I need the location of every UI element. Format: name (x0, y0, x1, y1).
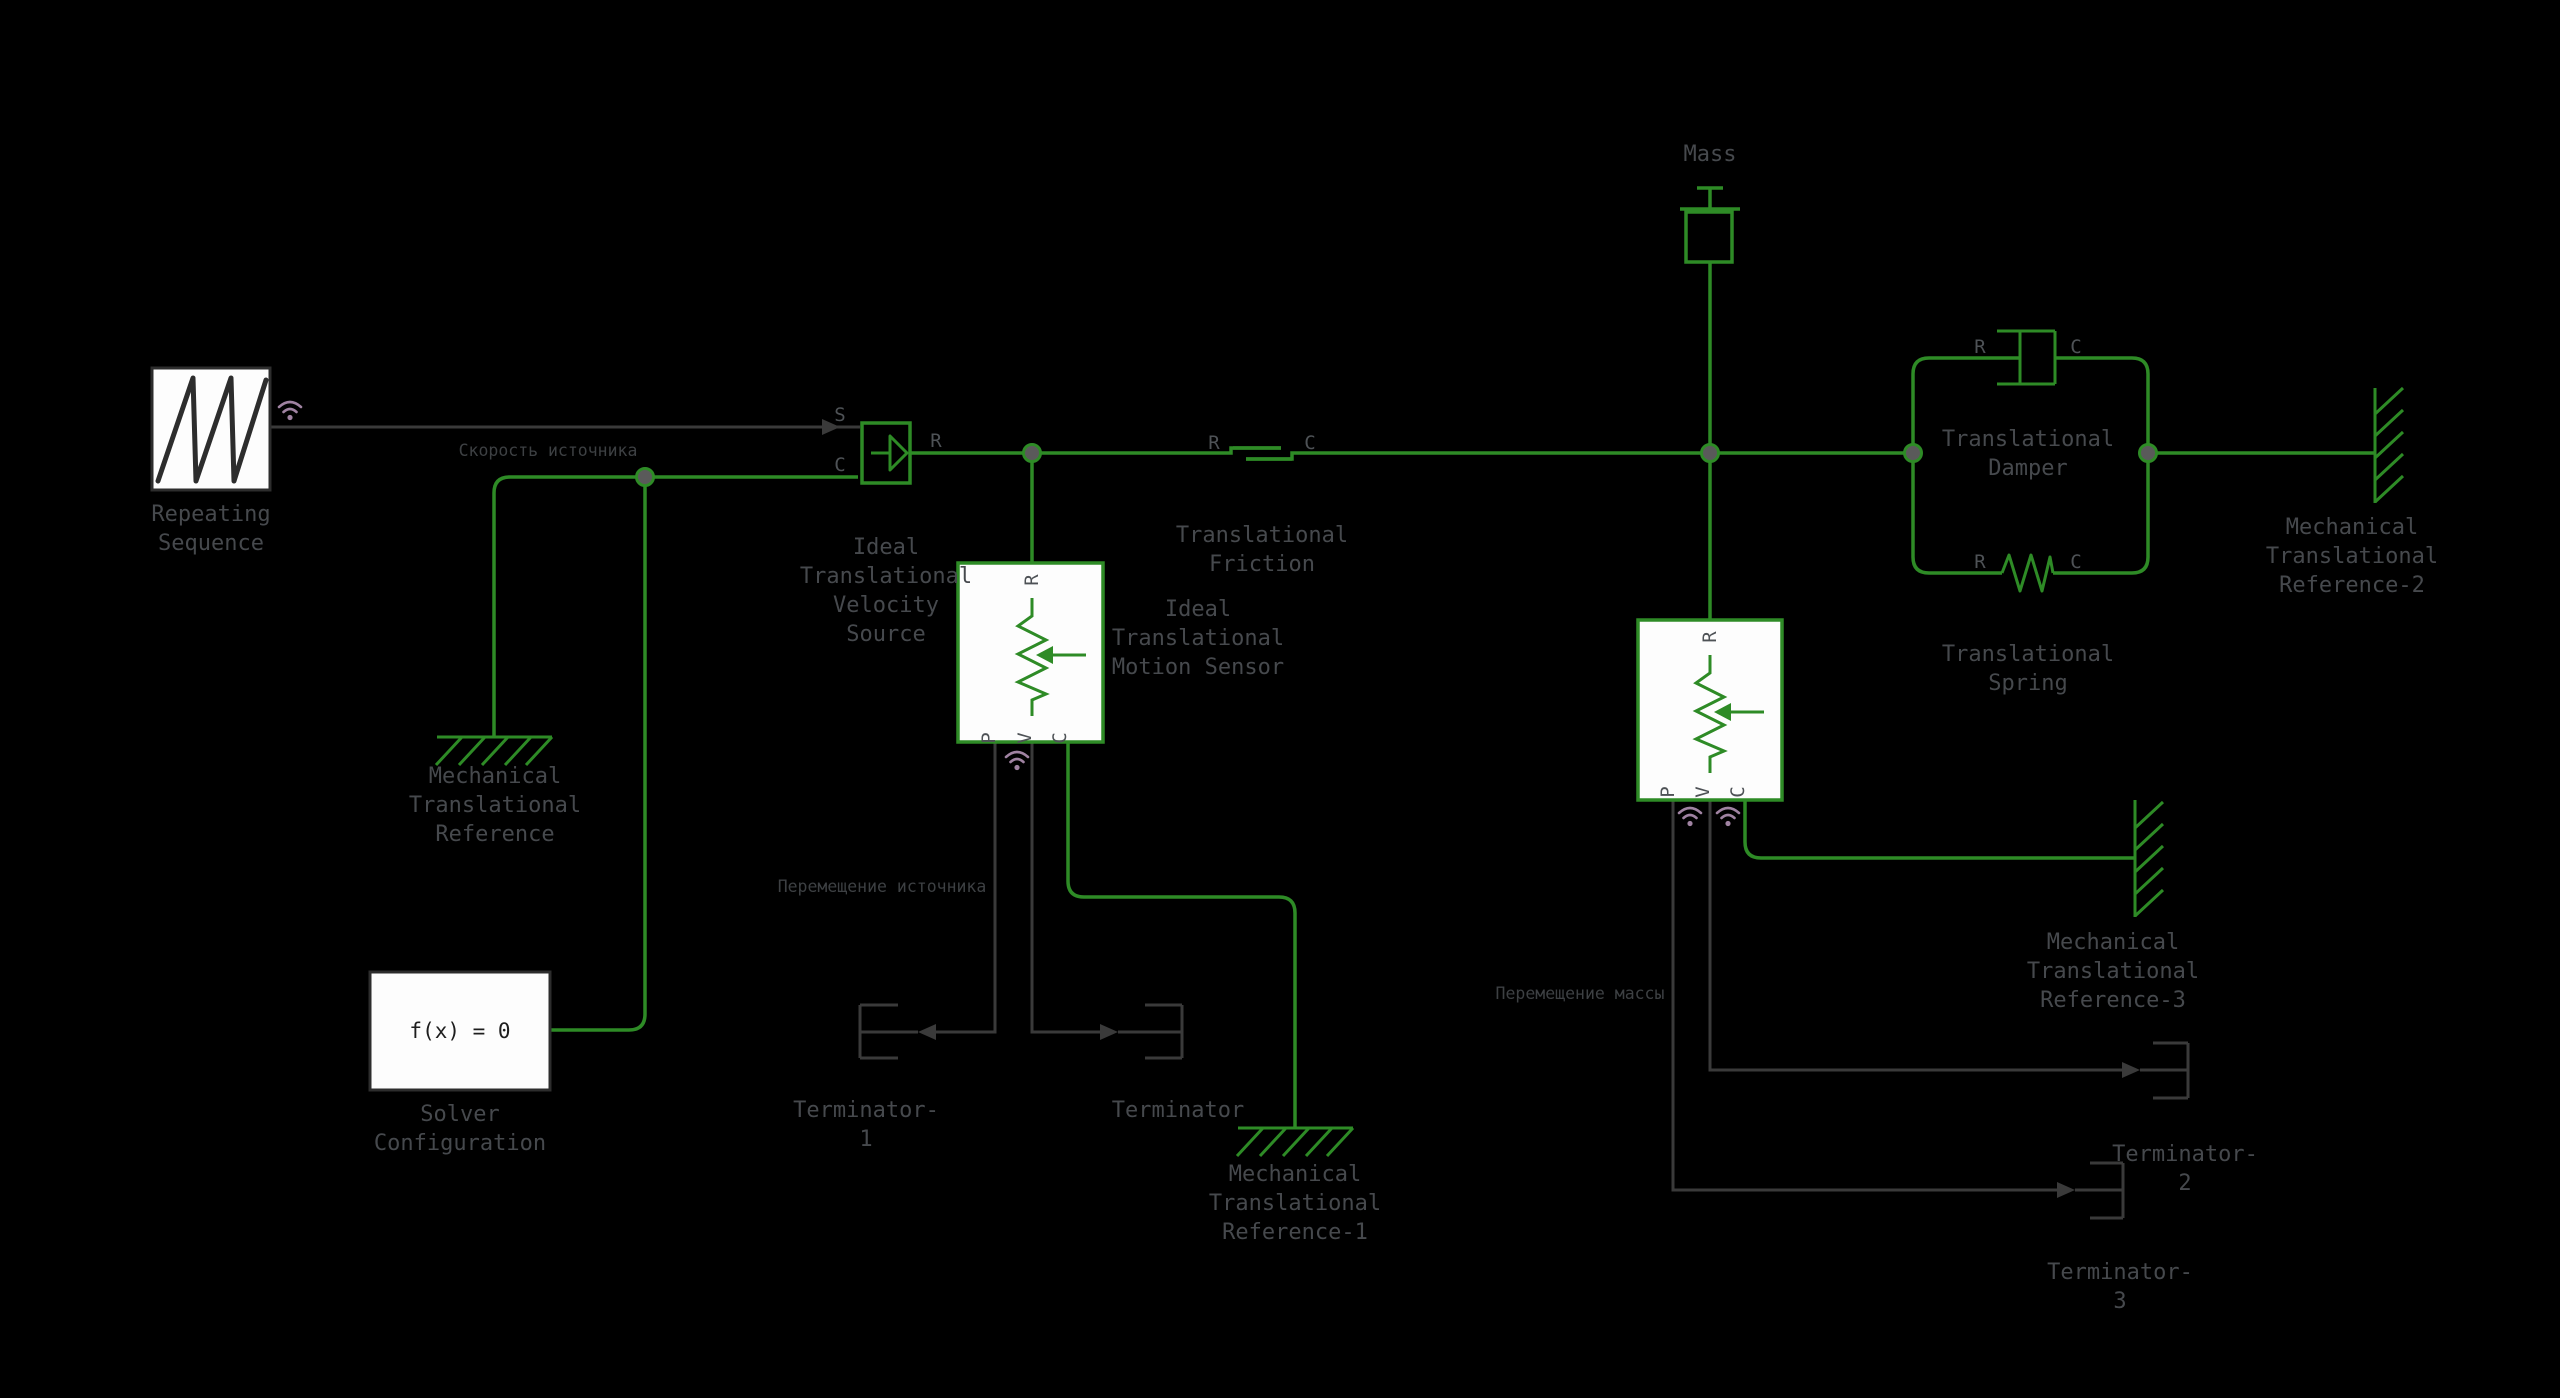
connection-junction (1022, 443, 1042, 463)
port-label-c: C (1727, 786, 1749, 797)
signal-logging-icon[interactable] (1677, 806, 1703, 827)
reference-3-label: Mechanical Translational Reference-3 (2026, 930, 2200, 1013)
annotation-mass-displacement: Перемещение массы (1495, 984, 1665, 1003)
mass-label: Mass (1683, 142, 1737, 167)
repeating-sequence-block[interactable] (150, 366, 272, 492)
signal-line-sensor1-v-to-terminator-2[interactable] (1708, 800, 2140, 1078)
damper-label: Translational Damper (1941, 427, 2115, 481)
velocity-source-icon (871, 434, 909, 472)
spring-label: Translational Spring (1941, 642, 2115, 696)
port-label-p: P (1657, 786, 1679, 797)
friction-label: Translational Friction (1175, 523, 1349, 577)
solver-expression: f(x) = 0 (409, 1019, 511, 1043)
reference-2-label: Mechanical Translational Reference-2 (2265, 515, 2439, 598)
port-label-c: C (2070, 336, 2081, 358)
terminator-1-block[interactable] (858, 1003, 918, 1060)
signal-logging-icon[interactable] (1004, 750, 1030, 771)
repeating-sequence-label: Repeating Sequence (151, 502, 271, 556)
port-label-r: R (1974, 551, 1986, 573)
port-label-p: P (978, 732, 1000, 743)
translational-damper-block[interactable] (1997, 329, 2057, 386)
port-label-c: C (1304, 432, 1315, 454)
physical-connection-sensor1-c-to-reference-3[interactable] (1743, 800, 2135, 860)
port-label-c: C (2070, 551, 2081, 573)
mechanical-translational-reference-3-block[interactable] (2133, 800, 2165, 918)
solver-configuration-label: Solver Configuration (373, 1102, 547, 1156)
translational-spring-block[interactable] (2000, 553, 2055, 593)
port-label-r: R (930, 430, 942, 452)
reference-label: Mechanical Translational Reference (408, 764, 582, 847)
port-label-s: S (834, 404, 845, 426)
translational-friction-block[interactable] (1233, 446, 1292, 461)
port-label-r: R (1974, 336, 1986, 358)
damper-piston-icon (1997, 329, 2057, 386)
friction-contact-icon (1233, 446, 1292, 461)
reference-1-label: Mechanical Translational Reference-1 (1208, 1162, 1382, 1245)
signal-line-sensor-p-to-terminator-1[interactable] (918, 742, 997, 1040)
terminator-2-block[interactable] (2140, 1041, 2190, 1100)
mass-block[interactable] (1680, 186, 1740, 264)
port-label-r: R (1021, 574, 1043, 586)
motion-sensor-label: Ideal Translational Motion Sensor (1111, 597, 1285, 680)
physical-connection-sensor-c-to-reference-1[interactable] (1066, 742, 1297, 1128)
connection-junction (635, 467, 655, 487)
mechanical-translational-reference-2-block[interactable] (2373, 386, 2405, 504)
annotation-source-velocity: Скорость источника (458, 441, 638, 460)
terminator-label: Terminator (1111, 1098, 1245, 1123)
terminator-3-label: Terminator- 3 (2047, 1260, 2193, 1314)
terminator-3-block[interactable] (2075, 1161, 2125, 1220)
terminator-2-label: Terminator- 2 (2112, 1142, 2258, 1196)
connection-junction (2138, 443, 2158, 463)
port-label-c: C (834, 454, 845, 476)
ideal-translational-velocity-source-block[interactable] (860, 421, 912, 485)
signal-logging-icon[interactable] (1715, 806, 1741, 827)
motion-sensor-1-potentiometer-icon (1692, 655, 1764, 773)
annotation-source-displacement: Перемещение источника (777, 877, 987, 896)
connection-junction (1700, 443, 1720, 463)
mechanical-translational-reference-1-block[interactable] (1235, 1126, 1355, 1158)
solver-configuration-block[interactable] (368, 970, 552, 1092)
mechanical-translational-reference-block[interactable] (434, 735, 554, 767)
spring-zigzag-icon (2000, 553, 2055, 593)
physical-connection-damper-spring-loop[interactable] (1911, 356, 2375, 575)
port-label-c: C (1049, 732, 1071, 743)
motion-sensor-potentiometer-icon (1014, 598, 1086, 716)
signal-line-sensor1-p-to-terminator-3[interactable] (1671, 800, 2075, 1198)
terminator-1-label: Terminator- 1 (793, 1098, 939, 1152)
sawtooth-waveform-icon (155, 375, 269, 484)
signal-line-source-velocity[interactable] (270, 419, 860, 435)
connection-junction (1903, 443, 1923, 463)
signal-line-sensor-v-to-terminator[interactable] (1030, 742, 1118, 1040)
ideal-translational-motion-sensor-block[interactable] (956, 561, 1105, 744)
port-label-r: R (1208, 432, 1220, 454)
terminator-block[interactable] (1118, 1003, 1184, 1060)
port-label-v: V (1014, 732, 1036, 743)
port-label-r: R (1699, 631, 1721, 643)
velocity-source-label: Ideal Translational Velocity Source (799, 535, 973, 647)
signal-logging-icon[interactable] (277, 400, 303, 421)
physical-connection-c-net[interactable] (492, 475, 858, 1032)
port-label-v: V (1692, 786, 1714, 797)
ideal-translational-motion-sensor-1-block[interactable] (1636, 618, 1784, 802)
mass-icon (1680, 186, 1740, 211)
